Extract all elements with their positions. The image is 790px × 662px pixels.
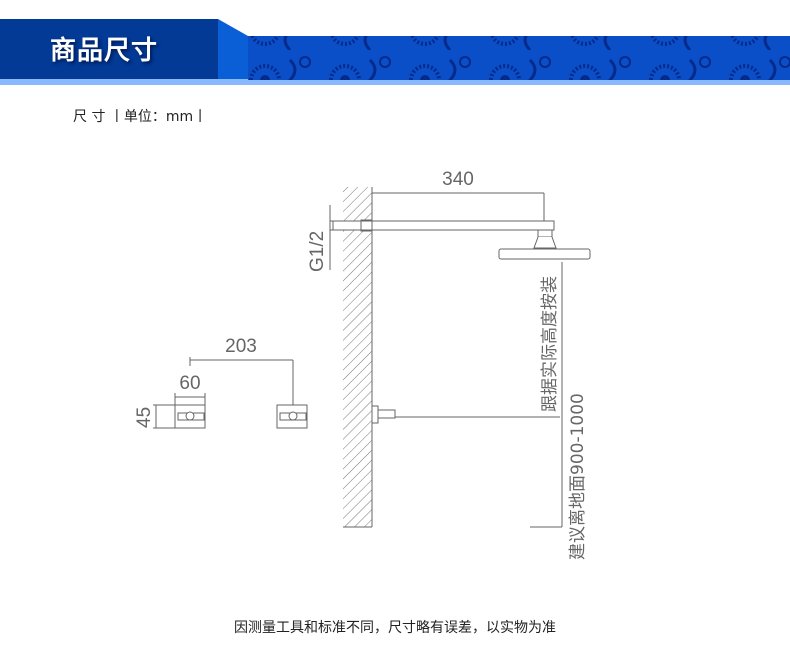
valve-left	[174, 404, 206, 429]
valve-right	[276, 404, 308, 429]
shower-arm	[332, 220, 555, 231]
dim-arm-length: 340	[442, 169, 474, 190]
footer-note: 因测量工具和标准不同，尺寸略有误差，以实物为准	[234, 620, 556, 636]
dim-valve-width: 60	[179, 373, 200, 394]
header-banner	[0, 19, 790, 85]
dim-valve-height: 45	[134, 407, 155, 428]
wall	[343, 187, 372, 527]
wall-valve	[371, 405, 379, 424]
height-note-bottom: 建议离地面900-1000	[568, 393, 588, 560]
shower-connector	[537, 229, 553, 238]
shower-head	[498, 248, 591, 260]
dim-valve-spacing: 203	[225, 336, 257, 357]
height-note-top: 跟据实际高度按装	[540, 276, 560, 412]
section-title: 商品尺寸	[50, 36, 159, 66]
unit-label: 尺 寸 丨单位：mm丨	[73, 109, 208, 125]
dim-thread: G1/2	[307, 231, 328, 272]
